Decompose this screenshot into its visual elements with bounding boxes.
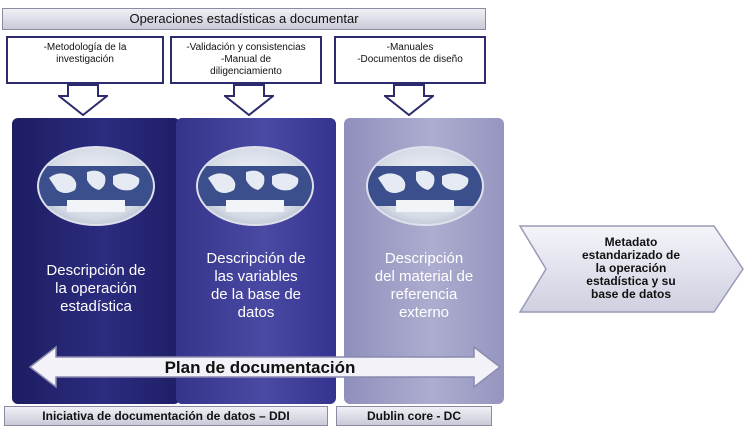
column-line: Descripción de <box>206 250 306 267</box>
header-bar: Operaciones estadísticas a documentar <box>2 8 486 30</box>
plan-label: Plan de documentación <box>164 358 356 377</box>
output-line: la operación <box>595 261 667 275</box>
source-box-methodology: -Metodología de la investigación <box>6 36 164 84</box>
footer-ddi-text: Iniciativa de documentación de datos – D… <box>42 409 290 423</box>
output-line: base de datos <box>590 287 672 301</box>
source-line: -Manual de <box>220 54 272 65</box>
footer-dc: Dublin core - DC <box>336 406 492 426</box>
source-line: -Validación y consistencias <box>186 42 306 53</box>
source-line: investigación <box>56 54 114 65</box>
source-line: diligenciamiento <box>210 66 282 77</box>
down-arrow-icon <box>224 84 274 116</box>
column-line: del material de <box>374 268 474 285</box>
column-text: Descripción de las variables de la base … <box>178 250 334 322</box>
header-title: Operaciones estadísticas a documentar <box>129 11 359 26</box>
column-line: estadística <box>60 298 132 315</box>
down-arrow-icon <box>58 84 108 116</box>
column-line: externo <box>398 304 450 321</box>
column-line: de la base de <box>210 286 302 303</box>
column-text: Descripción del material de referencia e… <box>346 250 502 322</box>
column-text: Descripción de la operación estadística <box>18 262 174 316</box>
column-line: datos <box>237 304 275 321</box>
column-line: referencia <box>390 286 458 303</box>
output-line: Metadato <box>604 235 658 249</box>
chevron-arrow-icon <box>518 225 744 313</box>
output-metadata-text: Metadato estandarizado de la operación e… <box>566 236 696 301</box>
source-line: -Documentos de diseño <box>357 54 463 65</box>
source-line: -Metodología de la <box>43 42 127 53</box>
source-box-validation: -Validación y consistencias -Manual de d… <box>170 36 322 84</box>
source-line: -Manuales <box>386 42 434 53</box>
globe-disc-icon <box>366 146 484 226</box>
output-line: estadística y su <box>586 274 676 288</box>
column-line: las variables <box>214 268 298 285</box>
output-line: estandarizado de <box>581 248 681 262</box>
footer-dc-text: Dublin core - DC <box>366 409 461 423</box>
source-box-manuals: -Manuales -Documentos de diseño <box>334 36 486 84</box>
globe-disc-icon <box>196 146 314 226</box>
column-line: Descripción <box>384 250 464 267</box>
double-arrow-icon <box>28 345 502 389</box>
footer-ddi: Iniciativa de documentación de datos – D… <box>4 406 328 426</box>
globe-disc-icon <box>37 146 155 226</box>
down-arrow-icon <box>384 84 434 116</box>
column-line: la operación <box>55 280 137 297</box>
column-line: Descripción de <box>46 262 146 279</box>
